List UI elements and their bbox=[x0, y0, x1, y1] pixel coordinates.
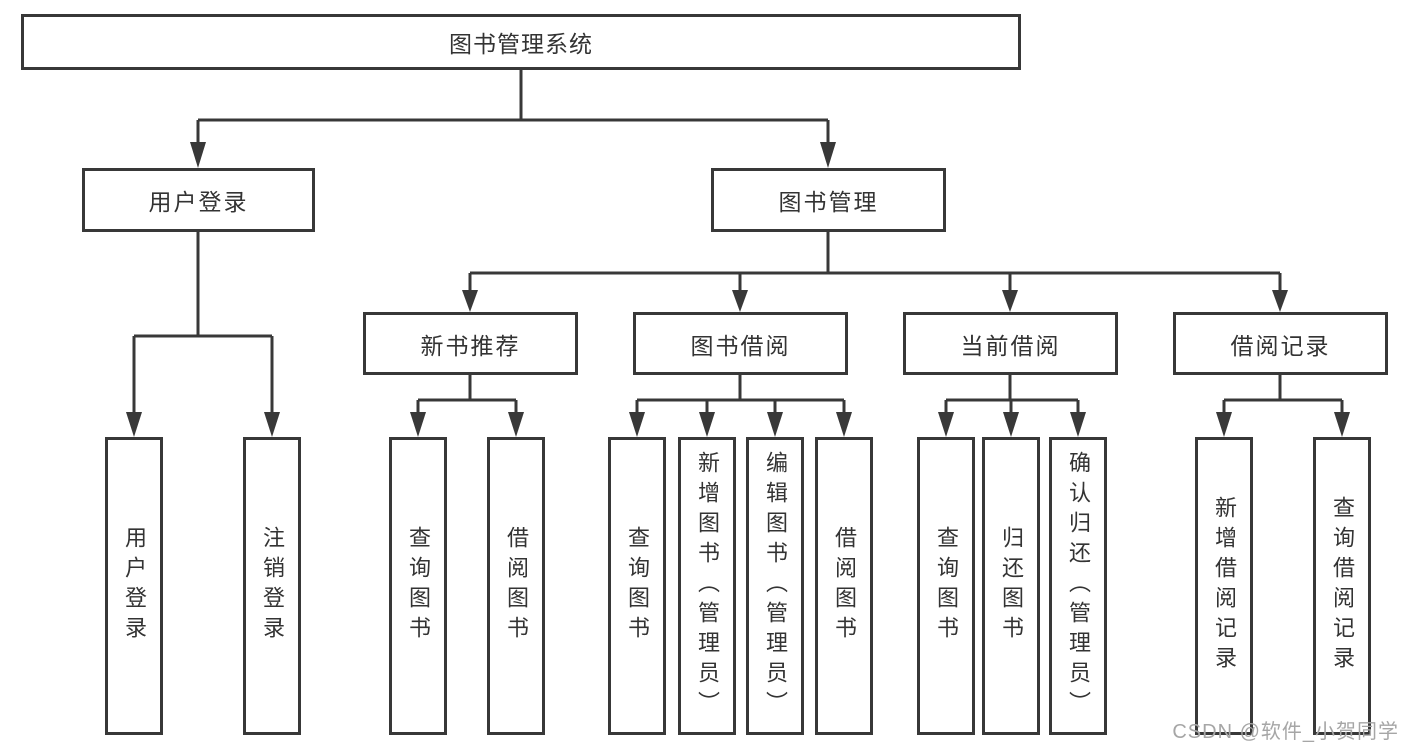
leaf-query-borrow-record: 查询借阅记录 bbox=[1313, 437, 1371, 735]
arrowhead-icon bbox=[1003, 412, 1019, 437]
node-current-borrowing-label: 当前借阅 bbox=[960, 332, 1061, 359]
leaf-query-books-borrowing-label: 查询图书 bbox=[625, 526, 650, 646]
arrowhead-icon bbox=[1272, 290, 1288, 312]
connector-borrowing-records-to-children bbox=[1222, 375, 1344, 414]
arrowhead-icon bbox=[1002, 290, 1018, 312]
arrowhead-icon bbox=[190, 142, 206, 168]
leaf-borrow-books-recommend-label: 借阅图书 bbox=[504, 526, 529, 646]
leaf-return-books-label: 归还图书 bbox=[999, 526, 1024, 646]
arrowhead-icon bbox=[836, 412, 852, 437]
node-borrowing-records-label: 借阅记录 bbox=[1230, 332, 1331, 359]
leaf-logout-label: 注销登录 bbox=[260, 526, 285, 646]
leaf-add-books-admin: 新增图书（管理员） bbox=[678, 437, 736, 735]
leaf-user-login: 用户登录 bbox=[105, 437, 163, 735]
arrowhead-icon bbox=[264, 412, 280, 437]
node-root: 图书管理系统 bbox=[21, 14, 1021, 70]
leaf-user-login-label: 用户登录 bbox=[122, 526, 147, 646]
arrowhead-icon bbox=[410, 412, 426, 437]
leaf-query-books-recommend: 查询图书 bbox=[389, 437, 447, 735]
node-borrowing-records: 借阅记录 bbox=[1173, 312, 1388, 375]
leaf-confirm-return-admin-label: 确认归还（管理员） bbox=[1066, 451, 1091, 721]
arrowhead-icon bbox=[699, 412, 715, 437]
leaf-borrow-books-recommend: 借阅图书 bbox=[487, 437, 545, 735]
leaf-query-books-current: 查询图书 bbox=[917, 437, 975, 735]
node-user-login: 用户登录 bbox=[82, 168, 315, 232]
leaf-query-books-borrowing: 查询图书 bbox=[608, 437, 666, 735]
leaf-borrow-books-borrowing: 借阅图书 bbox=[815, 437, 873, 735]
node-user-login-label: 用户登录 bbox=[148, 189, 249, 215]
connector-root-to-level2 bbox=[196, 70, 830, 144]
node-book-borrowing-label: 图书借阅 bbox=[690, 332, 791, 359]
leaf-query-books-recommend-label: 查询图书 bbox=[406, 526, 431, 646]
arrowhead-icon bbox=[508, 412, 524, 437]
leaf-add-borrow-record: 新增借阅记录 bbox=[1195, 437, 1253, 735]
node-current-borrowing: 当前借阅 bbox=[903, 312, 1118, 375]
arrowhead-icon bbox=[820, 142, 836, 168]
arrowhead-icon bbox=[938, 412, 954, 437]
arrowhead-icon bbox=[732, 290, 748, 312]
leaf-query-borrow-record-label: 查询借阅记录 bbox=[1330, 496, 1355, 676]
node-book-management: 图书管理 bbox=[711, 168, 946, 232]
arrowhead-icon bbox=[1070, 412, 1086, 437]
leaf-query-books-current-label: 查询图书 bbox=[934, 526, 959, 646]
connector-book-borrowing-to-children bbox=[635, 375, 846, 414]
arrowhead-icon bbox=[462, 290, 478, 312]
arrowhead-icon bbox=[126, 412, 142, 437]
arrowhead-icon bbox=[767, 412, 783, 437]
leaf-add-borrow-record-label: 新增借阅记录 bbox=[1212, 496, 1237, 676]
leaf-logout: 注销登录 bbox=[243, 437, 301, 735]
leaf-add-books-admin-label: 新增图书（管理员） bbox=[695, 451, 720, 721]
arrowhead-icon bbox=[1216, 412, 1232, 437]
leaf-return-books: 归还图书 bbox=[982, 437, 1040, 735]
connector-new-book-to-children bbox=[416, 375, 518, 414]
node-new-book-recommendation-label: 新书推荐 bbox=[420, 332, 521, 359]
node-book-borrowing: 图书借阅 bbox=[633, 312, 848, 375]
csdn-watermark: CSDN @软件_小贺同学 bbox=[1172, 721, 1399, 743]
leaf-confirm-return-admin: 确认归还（管理员） bbox=[1049, 437, 1107, 735]
arrowheads bbox=[126, 142, 1350, 437]
arrowhead-icon bbox=[1334, 412, 1350, 437]
connector-current-borrowing-to-children bbox=[944, 375, 1080, 414]
arrowhead-icon bbox=[629, 412, 645, 437]
connector-user-login-to-children bbox=[132, 232, 274, 414]
connector-book-management-to-level3 bbox=[468, 232, 1282, 292]
leaf-edit-books-admin: 编辑图书（管理员） bbox=[746, 437, 804, 735]
node-root-label: 图书管理系统 bbox=[449, 31, 593, 57]
node-book-management-label: 图书管理 bbox=[778, 189, 879, 215]
leaf-borrow-books-borrowing-label: 借阅图书 bbox=[832, 526, 857, 646]
leaf-edit-books-admin-label: 编辑图书（管理员） bbox=[763, 451, 788, 721]
node-new-book-recommendation: 新书推荐 bbox=[363, 312, 578, 375]
